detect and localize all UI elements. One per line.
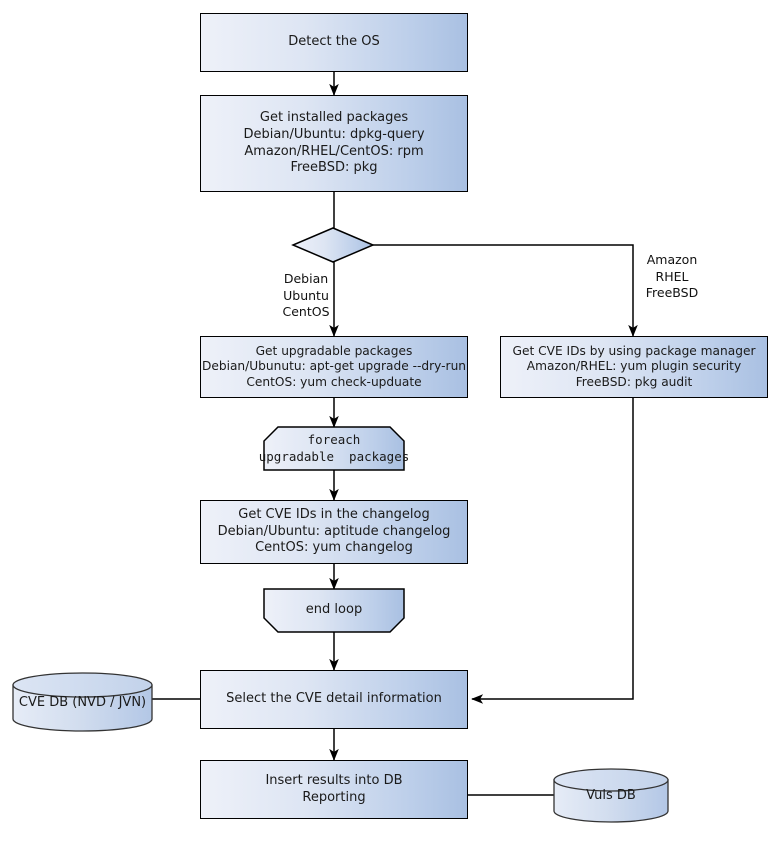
node-get-upgradable-packages-label: Get upgradable packages Debian/Ubunutu: … (201, 343, 467, 389)
node-end-loop-label: end loop (305, 602, 363, 618)
decision-diamond (291, 227, 375, 263)
node-detect-os[interactable]: Detect the OS (200, 13, 468, 72)
node-insert-results-label: Insert results into DB Reporting (265, 772, 403, 805)
node-get-cve-ids-package-manager-label: Get CVE IDs by using package manager Ama… (512, 343, 756, 389)
node-cve-db-label: CVE DB (NVD / JVN) (18, 694, 147, 710)
loop-end-shape (263, 588, 405, 633)
node-foreach-loop-start-label: foreach upgradable packages (258, 432, 410, 464)
node-get-cve-ids-changelog[interactable]: Get CVE IDs in the changelog Debian/Ubun… (200, 500, 468, 564)
node-vuls-db[interactable]: Vuls DB (554, 769, 668, 822)
node-get-installed-packages-label: Get installed packages Debian/Ubuntu: dp… (243, 110, 425, 176)
edge-label-branch-left: Debian Ubuntu CentOS (282, 271, 330, 319)
node-insert-results[interactable]: Insert results into DB Reporting (200, 760, 468, 819)
node-os-decision[interactable] (293, 228, 373, 262)
node-vuls-db-label: Vuls DB (586, 788, 636, 803)
loop-start-shape (263, 426, 405, 471)
node-select-cve-detail[interactable]: Select the CVE detail information (200, 670, 468, 729)
node-get-installed-packages[interactable]: Get installed packages Debian/Ubuntu: dp… (200, 95, 468, 192)
edge-decision-to-package-manager (373, 244, 638, 337)
node-get-upgradable-packages[interactable]: Get upgradable packages Debian/Ubunutu: … (200, 336, 468, 398)
node-cve-db[interactable]: CVE DB (NVD / JVN) (13, 673, 152, 731)
node-get-cve-ids-changelog-label: Get CVE IDs in the changelog Debian/Ubun… (217, 507, 451, 556)
node-detect-os-label: Detect the OS (288, 34, 380, 50)
edge-package-manager-to-select (471, 398, 634, 704)
node-foreach-loop-start[interactable]: foreach upgradable packages (258, 427, 410, 470)
edge-label-branch-right: Amazon RHEL FreeBSD (645, 252, 699, 300)
cve-db-cylinder (12, 672, 153, 732)
node-select-cve-detail-label: Select the CVE detail information (226, 691, 442, 707)
node-end-loop[interactable]: end loop (264, 589, 404, 632)
vuls-db-cylinder (553, 768, 669, 823)
node-get-cve-ids-package-manager[interactable]: Get CVE IDs by using package manager Ama… (500, 336, 768, 398)
